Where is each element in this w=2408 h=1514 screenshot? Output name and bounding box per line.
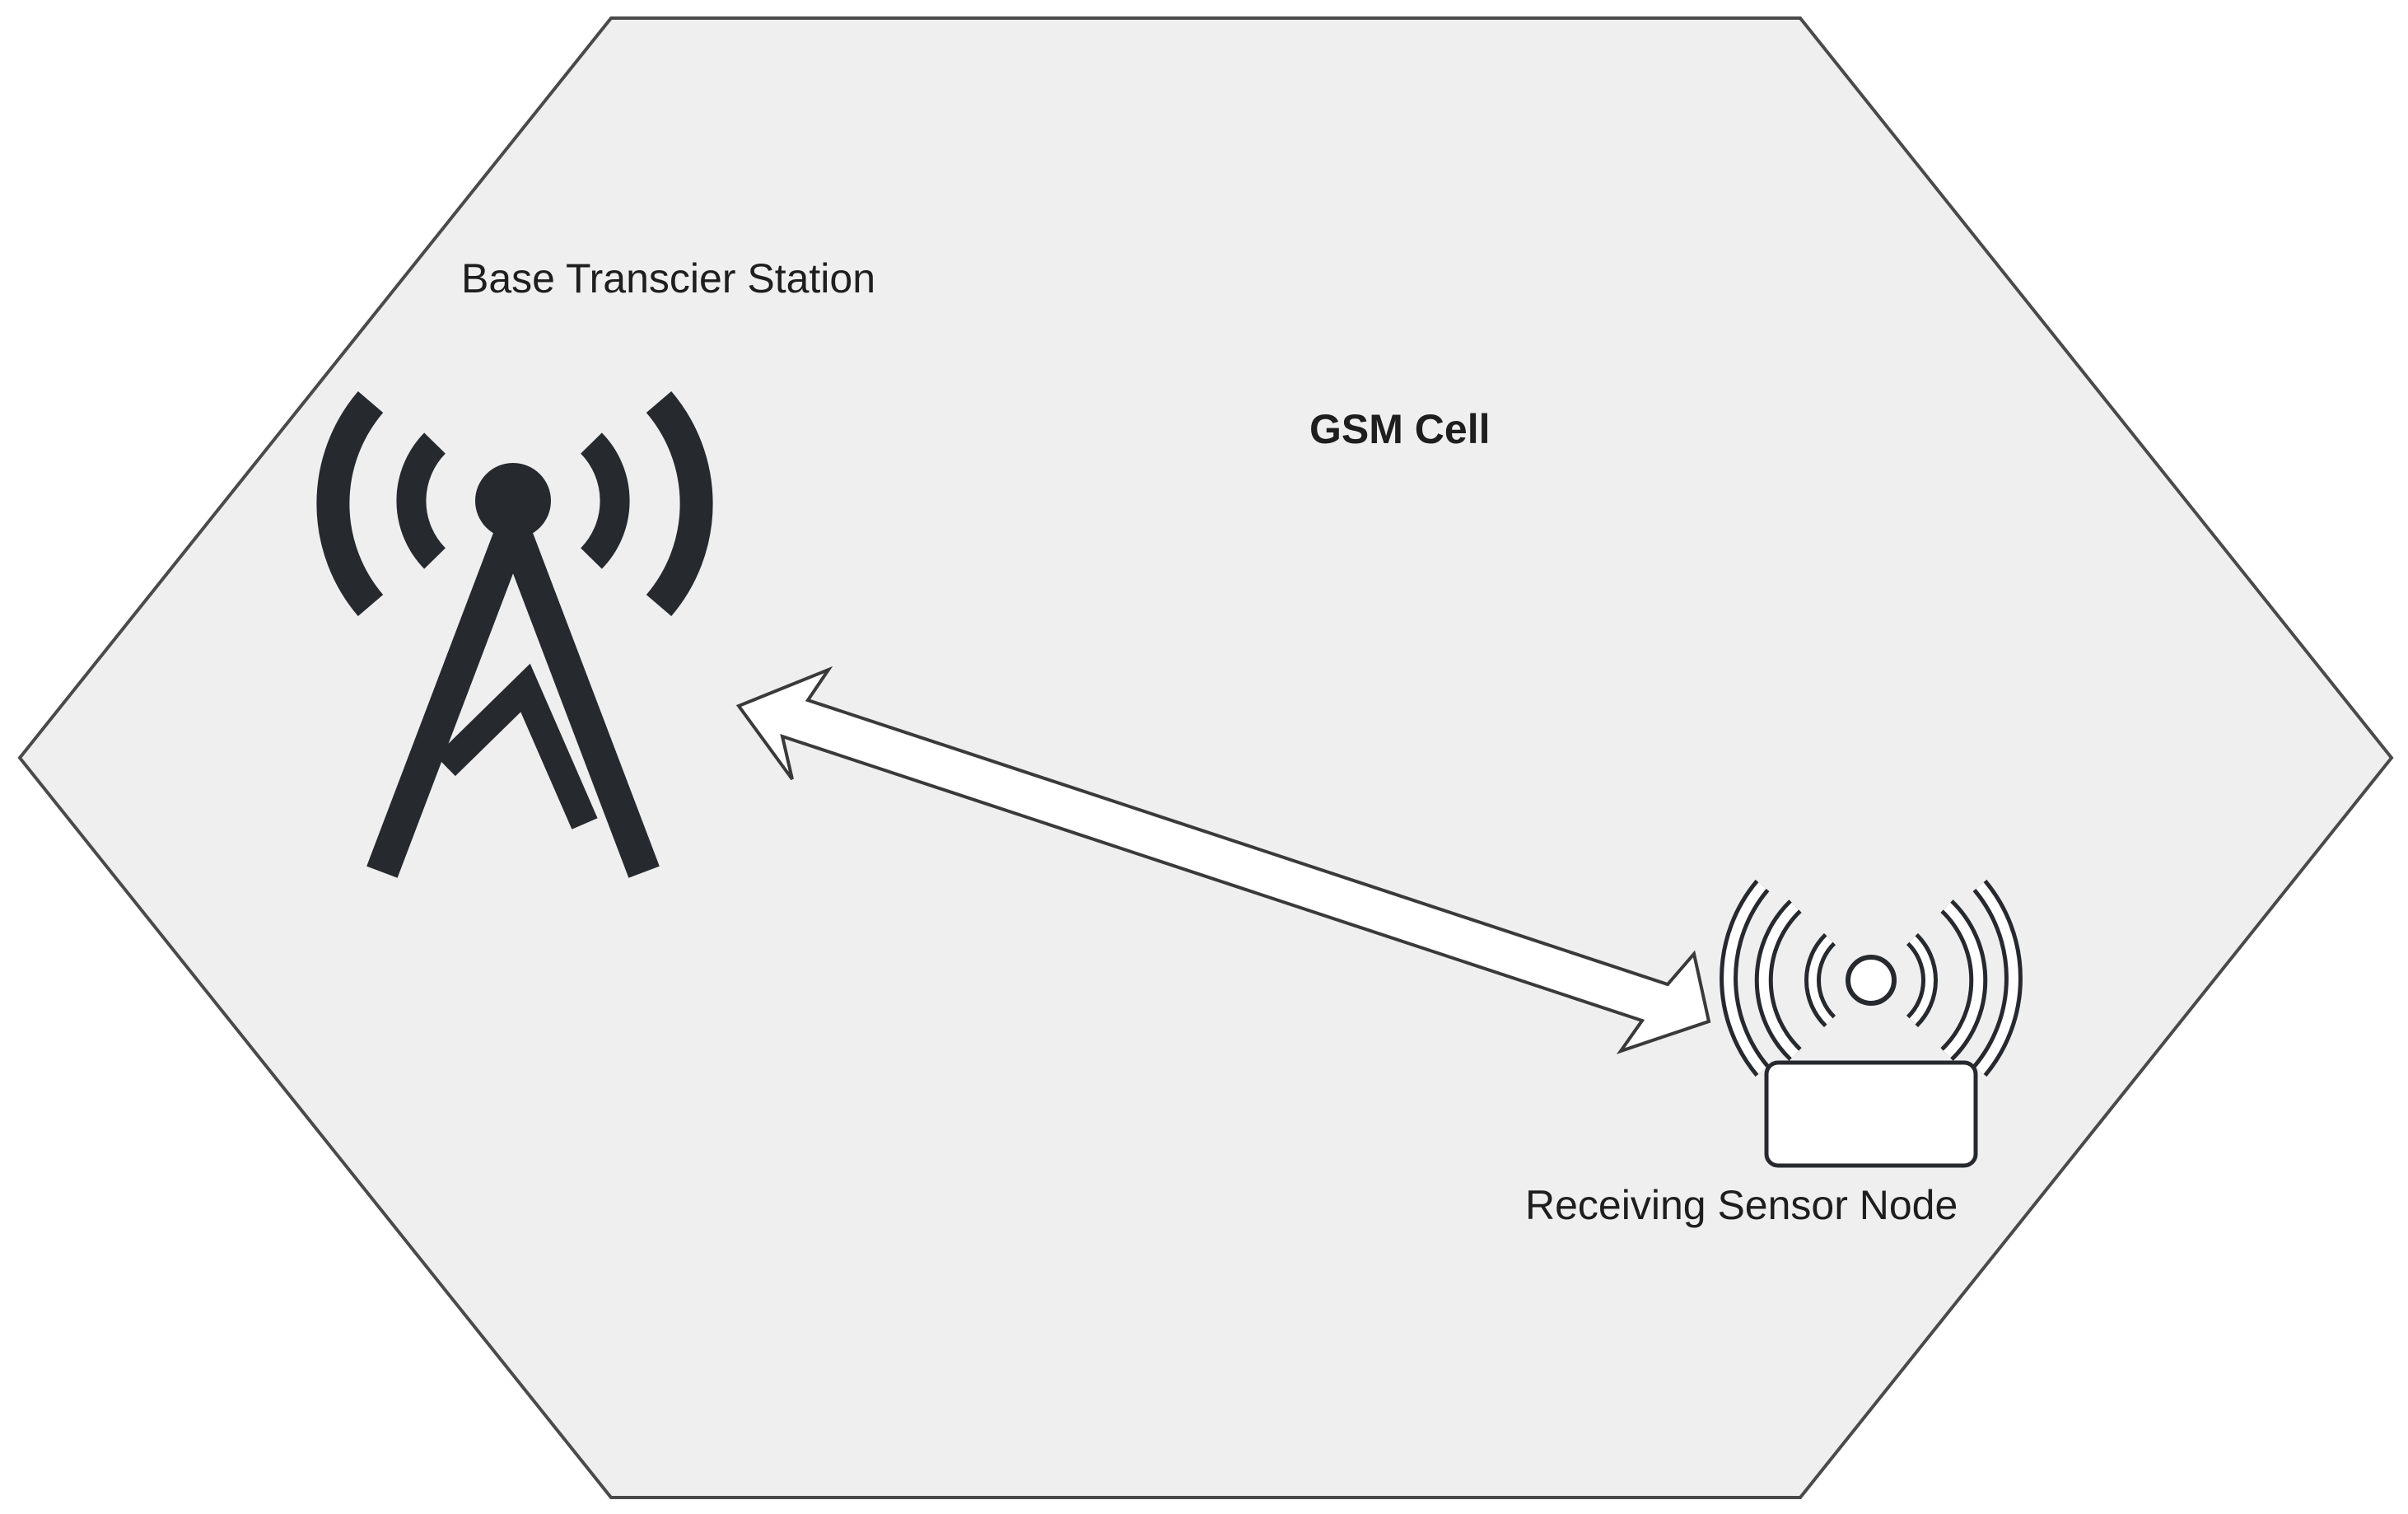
cell-label: GSM Cell: [1309, 406, 1490, 452]
bts-label: Base Transcier Station: [461, 255, 875, 301]
double-arrow-icon: [735, 666, 1711, 1054]
sensor-label: Receiving Sensor Node: [1525, 1182, 1958, 1228]
gsm-cell-hexagon: [17, 16, 2394, 1499]
wireless-sensor-icon: [1720, 879, 2023, 1168]
cell-tower-icon: [316, 391, 713, 878]
